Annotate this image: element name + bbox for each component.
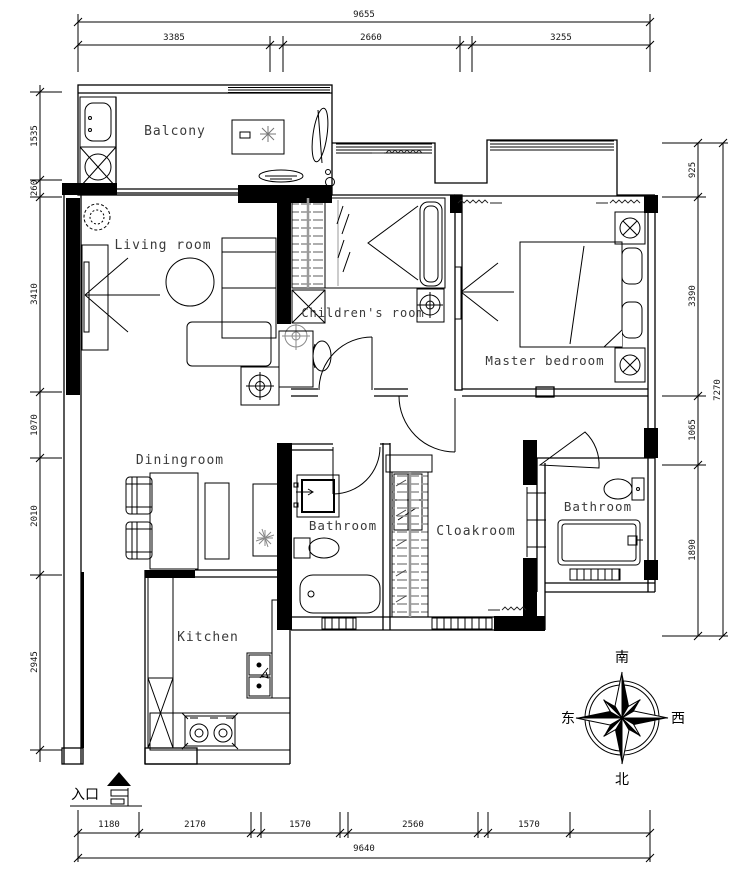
master-bedroom-furniture	[454, 211, 646, 383]
dim-right-seg-3: 1065	[688, 419, 698, 441]
dim-left-seg-5: 2010	[30, 505, 40, 527]
dim-top-seg-2: 2660	[360, 33, 382, 43]
dim-bottom-seg-3: 1570	[289, 820, 311, 830]
room-label-living-room: Living room	[114, 238, 212, 253]
dim-top-overall: 9655	[353, 10, 375, 20]
walls-outline	[61, 84, 656, 765]
balcony-furniture	[79, 96, 335, 188]
dim-left-seg-3: 3410	[30, 283, 40, 305]
walls-solid	[62, 183, 658, 748]
dim-right-seg-1: 925	[688, 161, 698, 179]
living-room-furniture	[81, 203, 280, 406]
compass-label-south: 南	[615, 650, 629, 666]
dim-bottom-seg-4: 2560	[402, 820, 424, 830]
dimension-lines	[30, 14, 728, 863]
dining-room-furniture	[125, 472, 279, 570]
room-label-master-bedroom: Master bedroom	[485, 353, 605, 368]
room-label-kitchen: Kitchen	[177, 630, 239, 645]
cloakroom-furniture	[385, 454, 546, 630]
entrance-label: 入口	[71, 787, 99, 803]
room-label-balcony: Balcony	[144, 124, 206, 139]
dim-left-seg-1: 1535	[30, 125, 40, 147]
dim-right-overall: 7270	[713, 379, 723, 401]
bathroom-center-fixtures	[293, 474, 381, 630]
windows	[228, 87, 614, 154]
dim-left-seg-6: 2945	[30, 651, 40, 673]
childrens-room-furniture	[278, 197, 446, 388]
compass-label-west: 西	[671, 711, 685, 727]
dim-bottom-seg-1: 1180	[98, 820, 120, 830]
dim-top-seg-1: 3385	[163, 33, 185, 43]
room-label-bathroom-right: Bathroom	[563, 499, 633, 514]
dim-right-seg-4: 1890	[688, 539, 698, 561]
compass-label-east: 东	[561, 711, 575, 727]
room-label-dining-room: Diningroom	[135, 453, 225, 468]
entrance-marker	[70, 772, 142, 807]
dim-left-seg-2: 260	[30, 179, 40, 197]
room-label-bathroom-center: Bathroom	[308, 518, 378, 533]
bathroom-right-fixtures	[557, 477, 645, 581]
compass-rose	[575, 671, 669, 765]
dim-right-seg-2: 3390	[688, 285, 698, 307]
dim-top-seg-3: 3255	[550, 33, 572, 43]
dim-left-seg-4: 1070	[30, 414, 40, 436]
room-label-cloakroom: Cloakroom	[436, 524, 516, 539]
dim-bottom-seg-5: 1570	[518, 820, 540, 830]
room-label-childrens-room: Children's room	[301, 306, 425, 320]
kitchen-fixtures	[147, 576, 291, 751]
window-annotations	[372, 149, 641, 611]
dim-bottom-overall: 9640	[353, 844, 375, 854]
doors	[318, 336, 600, 495]
dim-bottom-seg-2: 2170	[184, 820, 206, 830]
compass-label-north: 北	[615, 772, 629, 788]
